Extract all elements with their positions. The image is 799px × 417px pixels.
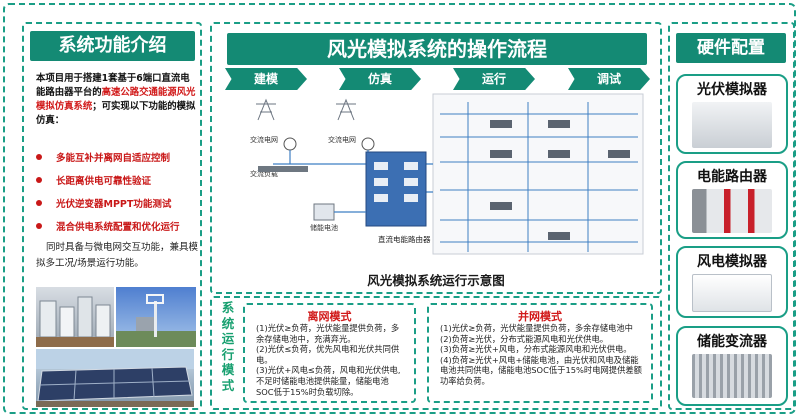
function-item-label: 多能互补并离网自适应控制 [56, 152, 171, 164]
outer-frame [3, 3, 796, 414]
microgrid-note: 同时具备与微电网交互功能，兼具模拟多工况/场景运行功能。 [36, 242, 199, 269]
transformer-icon [361, 137, 375, 151]
intro-text-part2: ；可实现以下功能的模拟仿真： [36, 101, 196, 126]
function-item-label: 光伏逆变器MPPT功能测试 [56, 198, 172, 210]
ongrid-mode-line: (1)光伏≥负荷，光伏能量提供负荷，多余存储电池中 [440, 323, 633, 333]
converter-icon [548, 150, 570, 158]
hardware-card-pv-simulator: 光伏模拟器 [676, 74, 788, 154]
ongrid-mode-line: (4)负荷≥光伏+风电+储能电池，由光伏和风电及储能电池共同供电，储能电池SOC… [440, 354, 642, 386]
control-cabinet-area [432, 93, 644, 255]
operation-flow-panel [210, 22, 662, 294]
solar-panel-photo [36, 349, 194, 407]
wind-simulator-image [692, 274, 772, 312]
ongrid-mode-title: 并网模式 [518, 310, 562, 323]
inverter-icon [548, 120, 570, 128]
offgrid-mode-title: 离网模式 [307, 310, 352, 323]
wind-turbine-photo [116, 287, 196, 347]
hardware-card-energy-router: 电能路由器 [676, 161, 788, 239]
converter-icon [490, 150, 512, 158]
operating-modes-label: 系统运行模式 [221, 300, 235, 393]
offgrid-mode-text: (1)光伏≥负荷，光伏能量提供负荷，多余存储电池中，充满弃光。 (2)光伏≤负荷… [256, 323, 406, 397]
diagram-caption: 风光模拟系统运行示意图 [367, 273, 505, 288]
power-tower-icon [256, 98, 356, 121]
hardware-label: 储能变流器 [697, 334, 767, 350]
bullet-icon [36, 153, 42, 160]
bullet-icon [36, 176, 42, 183]
hardware-panel [668, 22, 795, 410]
step-operation: 运行 [453, 68, 535, 90]
hardware-label: 电能路由器 [697, 169, 767, 185]
grid-pcc-label: 交流电网 [328, 135, 356, 144]
energy-storage-converter-image [692, 354, 772, 398]
hardware-label: 光伏模拟器 [697, 82, 767, 98]
hardware-card-energy-storage-converter: 储能变流器 [676, 326, 788, 406]
system-operation-diagram: 交流电网 交流电网 交流负载 直流电能路由器 储能电池 [250, 93, 644, 255]
function-item-label: 长距离供电可靠性验证 [56, 175, 152, 187]
lab-equipment-photo [36, 287, 114, 347]
ongrid-mode-text: (1)光伏≥负荷，光伏能量提供负荷，多余存储电池中 (2)负荷≥光伏，分布式能源… [440, 323, 644, 387]
dc-router-label: 直流电能路由器 [378, 234, 431, 244]
function-intro-panel [22, 22, 202, 410]
function-item: 长距离供电可靠性验证 [36, 168, 201, 191]
offgrid-mode-box [243, 303, 416, 403]
step-modeling: 建模 [225, 68, 307, 90]
storage-battery-icon [313, 203, 335, 221]
function-item-label: 混合供电系统配置和优化运行 [56, 221, 180, 233]
ongrid-mode-box [427, 303, 653, 403]
hardware-card-wind-simulator: 风电模拟器 [676, 246, 788, 318]
function-list: 多能互补并离网自适应控制 长距离供电可靠性验证 光伏逆变器MPPT功能测试 混合… [36, 145, 201, 237]
intro-text: 本项目用于搭建1套基于6端口直流电能路由器平台的高速公路交通能源风光模拟仿真系统… [36, 72, 199, 128]
function-item: 多能互补并离网自适应控制 [36, 145, 201, 168]
intro-text-part1: 本项目用于搭建1套基于6端口直流电能路由器平台的 [36, 73, 190, 98]
transformer-icon [283, 137, 297, 151]
grid-ac-label: 交流电网 [250, 135, 278, 144]
ac-load-icon [258, 166, 308, 172]
pv-simulator-image [692, 102, 772, 148]
function-intro-title: 系统功能介绍 [30, 31, 195, 61]
energy-router-image [692, 189, 772, 233]
site-photos [36, 287, 196, 409]
offgrid-mode-line: (3)光伏+风电≤负荷，风电和光伏供电,不足时储能电池提供能量，储能电池SOC低… [256, 365, 401, 397]
operation-flow-title: 风光模拟系统的操作流程 [227, 33, 647, 65]
function-item: 混合供电系统配置和优化运行 [36, 214, 201, 237]
step-simulation: 仿真 [339, 68, 421, 90]
storage-battery-label: 储能电池 [310, 223, 338, 232]
function-item: 光伏逆变器MPPT功能测试 [36, 191, 201, 214]
ac-load-label: 交流负载 [250, 169, 278, 178]
converter-icon [548, 232, 570, 240]
converter-icon [608, 150, 630, 158]
ongrid-mode-line: (3)负荷≥光伏+风电，分布式能源风电和光伏供电。 [440, 344, 632, 355]
operating-modes-panel [210, 296, 662, 410]
bullet-icon [36, 222, 42, 229]
ongrid-mode-line: (2)负荷≥光伏，分布式能源风电和光伏供电。 [440, 333, 609, 344]
converter-icon [490, 202, 512, 210]
bullet-icon [36, 199, 42, 206]
offgrid-mode-line: (1)光伏≥负荷，光伏能量提供负荷，多余存储电池中，充满弃光。 [256, 323, 400, 344]
hardware-title: 硬件配置 [676, 33, 786, 63]
intro-highlight: 高速公路交通能源风光模拟仿真系统 [36, 87, 196, 112]
hardware-label: 风电模拟器 [697, 254, 767, 270]
inverter-icon [490, 120, 512, 128]
process-steps: 建模 仿真 运行 调试 [225, 68, 650, 90]
step-debugging: 调试 [568, 68, 650, 90]
offgrid-mode-line: (2)光伏≤负荷，优先风电和光伏共同供电。 [256, 344, 400, 365]
